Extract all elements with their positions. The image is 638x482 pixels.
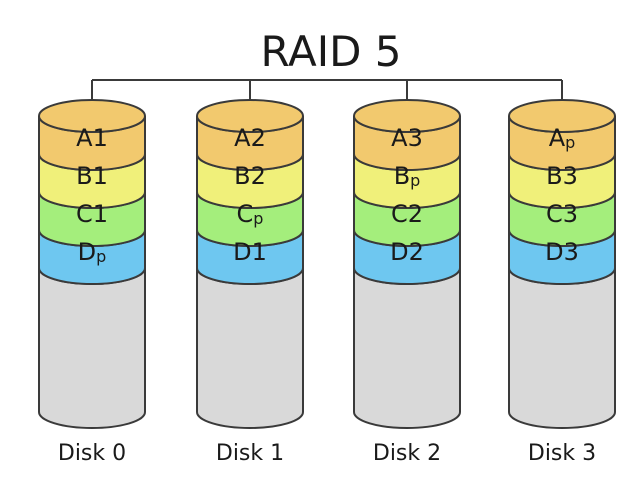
block-label-main: C xyxy=(546,200,563,228)
block-label: D2 xyxy=(390,238,424,266)
block-label-index: 1 xyxy=(93,124,108,152)
connector-lines xyxy=(91,79,563,102)
block-label-index: 3 xyxy=(408,124,423,152)
block-label: Dp xyxy=(78,238,107,266)
block-label-index: 2 xyxy=(409,238,424,266)
disk-empty-space xyxy=(196,267,304,429)
block-label-index: 1 xyxy=(93,162,108,190)
block-label-main: A xyxy=(76,124,93,152)
disk-label: Disk 0 xyxy=(58,441,126,466)
block-label: D1 xyxy=(233,238,267,266)
disk-label: Disk 2 xyxy=(373,441,441,466)
block-label-main: D xyxy=(545,238,563,266)
block-label-main: B xyxy=(546,162,562,190)
block-label: A2 xyxy=(234,124,266,152)
disk-top-cap xyxy=(38,99,146,133)
block-label-parity: p xyxy=(410,171,420,190)
block-label-index: 2 xyxy=(251,162,266,190)
block-label-main: C xyxy=(237,200,254,228)
disk-label: Disk 1 xyxy=(216,441,284,466)
block-label: D3 xyxy=(545,238,579,266)
block-label: Bp xyxy=(394,162,421,190)
block-label: Cp xyxy=(237,200,264,228)
block-label: Ap xyxy=(549,124,576,152)
block-label: B3 xyxy=(546,162,578,190)
disk-empty-space xyxy=(38,267,146,429)
block-label-main: C xyxy=(76,200,93,228)
disk-empty-space xyxy=(508,267,616,429)
block-label-main: C xyxy=(391,200,408,228)
block-label-parity: p xyxy=(96,247,106,266)
disk-empty-space xyxy=(353,267,461,429)
block-label: A3 xyxy=(391,124,423,152)
disk-top-cap xyxy=(508,99,616,133)
diagram-title: RAID 5 xyxy=(260,27,401,76)
block-label-index: 3 xyxy=(563,200,578,228)
block-label: C1 xyxy=(76,200,108,228)
block-label: B2 xyxy=(234,162,266,190)
block-label-index: 2 xyxy=(408,200,423,228)
block-label: A1 xyxy=(76,124,108,152)
block-label-index: 2 xyxy=(251,124,266,152)
disk-top-cap xyxy=(353,99,461,133)
block-label: B1 xyxy=(76,162,108,190)
block-label-index: 3 xyxy=(563,162,578,190)
block-label-index: 1 xyxy=(93,200,108,228)
block-label-parity: p xyxy=(565,133,575,152)
block-label-index: 1 xyxy=(252,238,267,266)
block-label-main: B xyxy=(234,162,250,190)
block-label-parity: p xyxy=(253,209,263,228)
block-label-index: 3 xyxy=(564,238,579,266)
block-label-main: A xyxy=(549,124,566,152)
block-label-main: B xyxy=(394,162,410,190)
block-label-main: A xyxy=(234,124,251,152)
block-label-main: D xyxy=(390,238,408,266)
block-label-main: B xyxy=(76,162,92,190)
block-label-main: D xyxy=(78,238,96,266)
block-label-main: A xyxy=(391,124,408,152)
disk-top-cap xyxy=(196,99,304,133)
block-label: C2 xyxy=(391,200,423,228)
block-label-main: D xyxy=(233,238,251,266)
block-label: C3 xyxy=(546,200,578,228)
disk-label: Disk 3 xyxy=(528,441,596,466)
